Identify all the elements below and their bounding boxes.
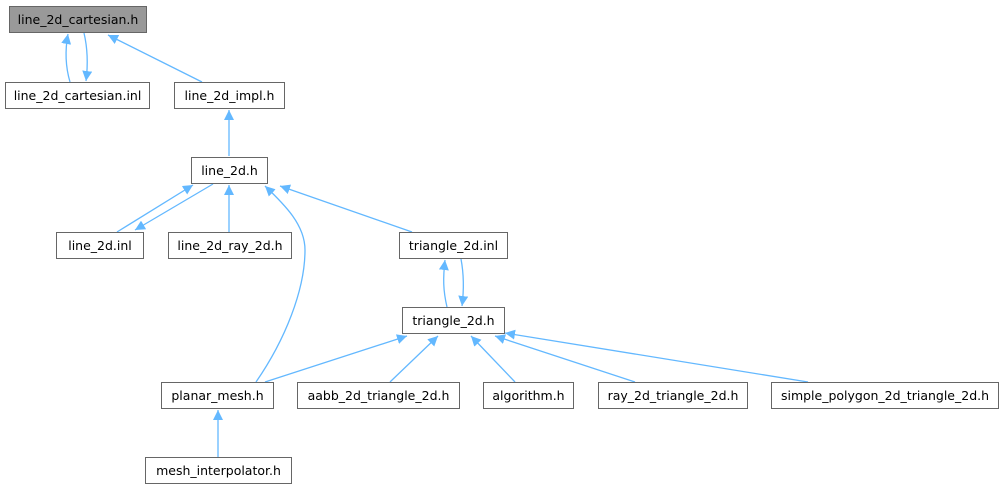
- node-line-2d-cartesian-inl[interactable]: line_2d_cartesian.inl: [5, 82, 150, 109]
- edge-triangle-inl-to-triangle-h: [458, 258, 469, 307]
- edge-simple-polygon-to-triangle-h: [504, 329, 809, 383]
- node-ray-2d-triangle-2d-h[interactable]: ray_2d_triangle_2d.h: [598, 382, 748, 409]
- node-aabb-2d-triangle-2d-h[interactable]: aabb_2d_triangle_2d.h: [297, 382, 460, 409]
- node-triangle-2d-inl[interactable]: triangle_2d.inl: [399, 232, 508, 259]
- edge-aabb-to-triangle-h: [389, 335, 439, 383]
- node-algorithm-h[interactable]: algorithm.h: [483, 382, 574, 409]
- edge-cartesian-inl-to-cartesian-h: [61, 33, 72, 83]
- edge-triangle-h-to-triangle-inl: [438, 259, 449, 308]
- edge-line2d-inl-to-line2d: [116, 184, 194, 233]
- edge-planar-mesh-to-line2d: [255, 185, 306, 383]
- node-planar-mesh-h[interactable]: planar_mesh.h: [161, 382, 274, 409]
- node-line-2d-ray-2d-h[interactable]: line_2d_ray_2d.h: [168, 232, 292, 259]
- edge-line2d-to-line2d-inl: [134, 183, 214, 231]
- edge-ray2d-tri-to-triangle-h: [494, 334, 636, 383]
- node-line-2d-cartesian-h: line_2d_cartesian.h: [9, 6, 147, 33]
- edge-impl-to-cartesian-h: [107, 34, 203, 83]
- edge-planar-mesh-to-triangle-h: [264, 334, 408, 383]
- node-line-2d-h[interactable]: line_2d.h: [191, 157, 268, 184]
- node-triangle-2d-h[interactable]: triangle_2d.h: [402, 307, 505, 334]
- edge-cartesian-h-to-cartesian-inl: [82, 32, 93, 82]
- node-simple-polygon-2d-triangle-2d-h[interactable]: simple_polygon_2d_triangle_2d.h: [771, 382, 999, 409]
- node-line-2d-impl-h[interactable]: line_2d_impl.h: [174, 82, 285, 109]
- node-mesh-interpolator-h[interactable]: mesh_interpolator.h: [145, 457, 292, 484]
- node-line-2d-inl[interactable]: line_2d.inl: [56, 232, 144, 259]
- edge-triangle-inl-to-line2d: [279, 184, 413, 233]
- edge-algorithm-to-triangle-h: [470, 335, 516, 383]
